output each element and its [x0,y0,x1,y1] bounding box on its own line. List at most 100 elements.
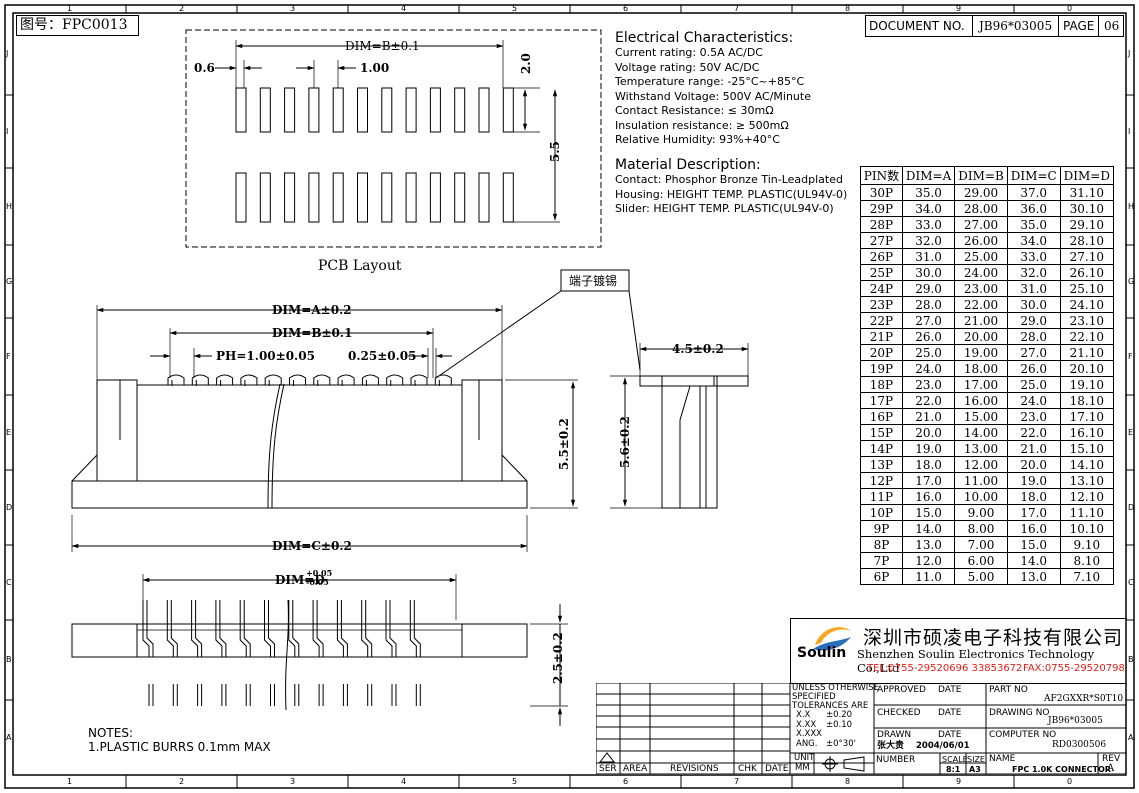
bottom-pin-top [361,600,373,657]
pin-table-cell: 24.10 [1059,296,1115,313]
front-dim-a: DIM=A±0.2 [272,303,352,317]
pin-table-cell: 16.00 [954,392,1008,409]
border-row-label: I [1128,127,1131,136]
pin-table-header: DIM=A [901,166,956,185]
pin-table-cell: 16P [860,408,903,425]
pin-table-cell: 13.10 [1059,472,1115,489]
electrical-line: Withstand Voltage: 500V AC/Minute [615,89,811,103]
bottom-pin-bottom [342,684,348,706]
company-block: Soulin 深圳市硕凌电子科技有限公司 Shenzhen Soulin Ele… [790,618,1127,684]
pcb-pad [259,87,271,133]
pin-table-cell: 13.0 [901,536,956,553]
pin-table-cell: 10.00 [954,488,1008,505]
electrical-line: Contact Resistance: ≤ 30mΩ [615,104,774,117]
bottom-pin-top [409,600,421,657]
pcb-pad [332,172,344,223]
pin-table-cell: 12.00 [954,456,1008,473]
pin-table-cell: 29.0 [901,280,956,297]
size-value: A3 [969,765,981,774]
pin-table-cell: 23P [860,296,903,313]
border-row-label: E [1128,428,1134,437]
pcb-pad-width: 0.6 [194,61,215,75]
revision-col-ser: SER [599,764,617,774]
pin-table-cell: 13.0 [1006,568,1061,585]
side-height: 5.6±0.2 [618,416,632,468]
title-block: UNLESS OTHERWISE SPECIFIED TOLERANCES AR… [596,683,1126,774]
border-row-label: H [6,202,13,211]
pin-table-cell: 30.0 [1006,296,1061,313]
pcb-pad [405,87,417,133]
pcb-pitch: 1.00 [360,61,389,75]
rev-value: A [1107,763,1115,774]
pin-table-cell: 5.00 [954,568,1008,585]
page-number: 06 [1104,19,1120,33]
pin-table-cell: 14.10 [1059,456,1115,473]
approved-label: APPROVED [877,685,926,695]
bottom-pin-top [142,600,154,657]
pin-table-cell: 18.0 [901,456,956,473]
bottom-dim-d-tol-minus: -0.05 [306,577,329,587]
border-col-label: 7 [734,777,740,786]
tolerance-block: UNLESS OTHERWISE SPECIFIED TOLERANCES AR… [792,683,880,711]
pcb-pad [284,172,296,223]
scale-label: SCALE [942,755,968,764]
checked-label: CHECKED [877,708,921,718]
number-label: NUMBER [876,755,916,765]
tolerance-value: ±0.10 [826,719,853,730]
bottom-pin-top [215,600,227,657]
pin-table-cell: 7.10 [1059,568,1115,585]
pcb-row-span: 5.5 [548,141,562,162]
side-view [610,343,749,509]
pin-table-cell: 20P [860,344,903,361]
pcb-pad-length: 2.0 [519,53,533,74]
pin-table-cell: 36.0 [1006,200,1061,217]
bottom-view [71,574,568,726]
front-contact [216,374,234,385]
border-row-label: D [1128,503,1135,512]
pin-table-header: DIM=C [1006,166,1061,185]
part-no-label: PART NO [989,685,1028,695]
pin-table-cell: 7P [860,552,903,569]
tolerance-key: X.XXX [796,729,822,739]
pin-table-cell: 21.0 [1006,440,1061,457]
pin-table-cell: 14.0 [901,520,956,537]
pcb-pad [478,172,490,223]
pin-table-cell: 21.10 [1059,344,1115,361]
bottom-dim-d-tol-plus: +0.05 [306,568,332,578]
pin-table-cell: 28.0 [901,296,956,313]
border-col-label: 9 [956,777,962,786]
bottom-height: 2.5±0.2 [551,632,565,684]
border-row-label: E [6,428,12,437]
checked-date-label: DATE [938,708,962,718]
company-fax: FAX:0755-29520798 [1023,663,1125,674]
bottom-pin-top [264,600,275,657]
company-name-en: Shenzhen Soulin Electronics Technology C… [857,647,1095,675]
pcb-pad [357,87,368,133]
revision-col-revisions: REVISIONS [670,764,719,774]
front-contact [434,374,452,385]
pcb-pad [381,87,393,133]
pcb-pad [235,87,247,133]
border-col-label: 5 [512,4,518,13]
border-col-label: 5 [512,777,518,786]
drawn-by: 张大贵 [877,741,905,751]
unit-value: MM [795,763,810,773]
pin-table-cell: 6P [860,568,903,585]
pin-table-cell: 22.0 [901,392,956,409]
bottom-pin-bottom [221,684,227,706]
pin-table-cell: 18.10 [1059,392,1115,409]
bottom-dim-d: DIM=D [275,573,325,587]
front-contact [264,374,282,385]
border-col-label: 4 [401,4,407,13]
company-name-cn: 深圳市硕凌电子科技有限公司 [863,627,1124,649]
border-col-label: 2 [179,4,185,13]
border-col-label: 7 [734,4,740,13]
drawn-label: DRAWN [877,730,912,740]
document-label: DOCUMENT NO. [869,19,965,33]
electrical-line: Relative Humidity: 93%+40°C [615,133,780,146]
